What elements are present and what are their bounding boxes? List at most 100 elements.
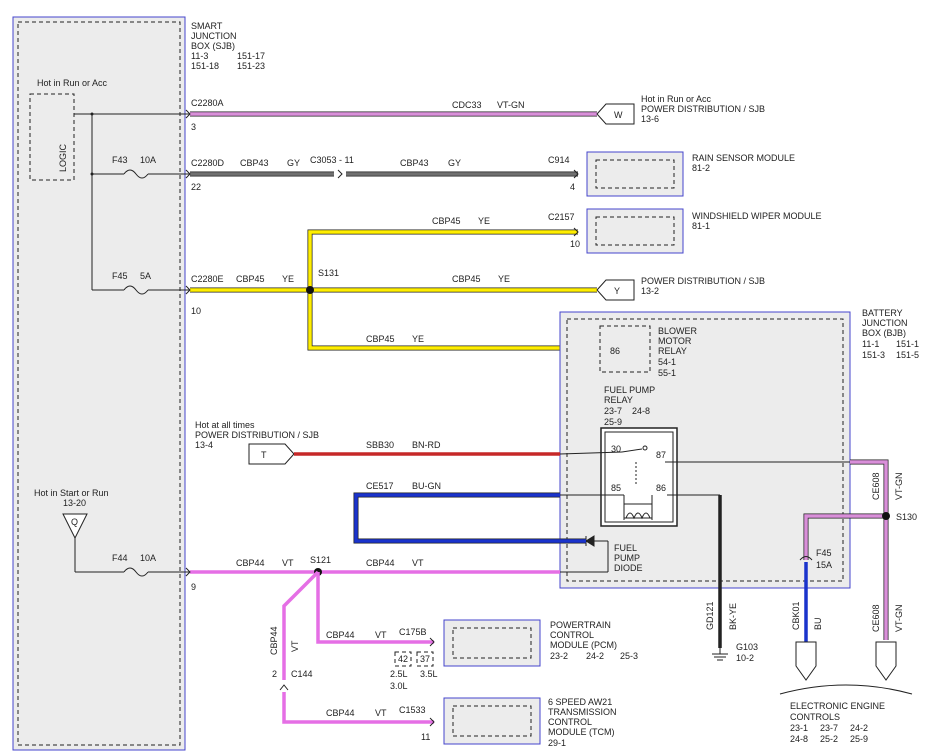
- pcm-ref: 23-2: [550, 651, 568, 661]
- sjb-ref: 151-17: [237, 51, 265, 61]
- connector-t-label: T: [261, 450, 267, 460]
- connector-y-tag: [596, 279, 635, 301]
- wire-color-vt-gn: VT-GN: [497, 100, 525, 110]
- fuel-pump-relay: [600, 427, 678, 527]
- bjb-ref: 151-1: [896, 339, 919, 349]
- splice-s131-dot: [306, 286, 314, 294]
- circuit-ce517: CE517 BU-GN: [353, 481, 624, 544]
- wire-color-ye: YE: [478, 216, 490, 226]
- fuel-pump-diode-label: DIODE: [614, 563, 643, 573]
- dest-label: 13-4: [195, 440, 213, 450]
- fuel-pump-relay-label: FUEL PUMP: [604, 385, 655, 395]
- fuse-f44: F44: [112, 553, 128, 563]
- windshield-wiper-module: [586, 208, 684, 254]
- pcm-pin-37: 37: [420, 654, 430, 664]
- tcm-label: TRANSMISSION: [548, 707, 617, 717]
- wire-color-vt: VT: [282, 558, 294, 568]
- wire-color-bk-ye: BK-YE: [728, 603, 738, 630]
- sjb-title-line2: JUNCTION: [191, 31, 237, 41]
- fpr-ref: 24-8: [632, 406, 650, 416]
- connector-w-label: W: [614, 110, 623, 120]
- wire-ce608: CE608: [871, 472, 881, 500]
- wire-cbp43: CBP43: [400, 158, 429, 168]
- wiper-module-label: WINDSHIELD WIPER MODULE: [692, 211, 822, 221]
- engine-3-5l: 3.5L: [420, 669, 438, 679]
- blower-ref: 55-1: [658, 368, 676, 378]
- bjb-ref: 11-1: [862, 339, 879, 349]
- pcm-ref: 25-3: [620, 651, 638, 661]
- pcm-pin-42: 42: [398, 654, 408, 664]
- right-side-wiring: S130 CE608 VT-GN F45 15A CBK01 BU CE608 …: [705, 459, 917, 744]
- circuit-sbb30: Hot at all times POWER DISTRIBUTION / SJ…: [195, 420, 623, 465]
- splice-s121: S121: [310, 555, 331, 565]
- sjb-ref: 151-18: [191, 61, 219, 71]
- pin-3: 3: [191, 122, 196, 132]
- circuit-cbp45: S131 C2280E 10 CBP45 YE CBP45 YE CBP45 Y…: [185, 208, 822, 353]
- pin-2: 2: [272, 669, 277, 679]
- bjb-ref: 151-3: [862, 350, 885, 360]
- wire-cbp45: CBP45: [432, 216, 461, 226]
- splice-s130: S130: [896, 512, 917, 522]
- connector-c1533: C1533: [399, 705, 426, 715]
- smart-junction-box: SMART JUNCTION BOX (SJB) 11-3 151-17 151…: [12, 16, 265, 751]
- fuel-pump-diode-label: FUEL: [614, 543, 637, 553]
- bjb-fuse-f45: F45: [816, 548, 832, 558]
- wire-color-ye: YE: [282, 274, 294, 284]
- bjb-ref: 151-5: [896, 350, 919, 360]
- engine-3-0l: 3.0L: [390, 681, 408, 691]
- eec-ref: 24-8: [790, 734, 808, 744]
- wire-cbp43: CBP43: [240, 158, 269, 168]
- rain-sensor-module-ref: 81-2: [692, 163, 710, 173]
- wire-ce608: CE608: [871, 604, 881, 632]
- pcm-module: [443, 619, 541, 667]
- tcm-label: CONTROL: [548, 717, 592, 727]
- eec-ref: 24-2: [850, 723, 868, 733]
- wire-cbp45: CBP45: [366, 334, 395, 344]
- relay-pin-30: 30: [611, 444, 621, 454]
- fuel-pump-diode-label: PUMP: [614, 553, 640, 563]
- eec-label: ELECTRONIC ENGINE: [790, 701, 885, 711]
- fuel-pump-relay-label: RELAY: [604, 395, 633, 405]
- fuse-f44-amp: 10A: [140, 553, 156, 563]
- rain-sensor-module-label: RAIN SENSOR MODULE: [692, 153, 795, 163]
- pin-10: 10: [570, 239, 580, 249]
- connector-c2280a: C2280A: [191, 98, 224, 108]
- wire-color-vt-gn: VT-GN: [894, 472, 904, 500]
- bjb-title-line1: BATTERY: [862, 308, 903, 318]
- circuit-cbp44: 9 CBP44 VT CBP44 VT S121 CBP44 VT C144 2…: [185, 555, 638, 748]
- circuit-cdc33: C2280A 3 CDC33 VT-GN W Hot in Run or Acc…: [185, 94, 765, 132]
- connector-c175b: C175B: [399, 627, 427, 637]
- wire-cbp44: CBP44: [326, 708, 355, 718]
- wire-color-vt-gn: VT-GN: [894, 604, 904, 632]
- dest-label: POWER DISTRIBUTION / SJB: [641, 276, 765, 286]
- dest-label: POWER DISTRIBUTION / SJB: [641, 104, 765, 114]
- vertical-wire-cbp44: CBP44: [269, 626, 279, 655]
- bjb-fuse-f45-amp: 15A: [816, 560, 832, 570]
- eec-connector-blue: [795, 641, 817, 681]
- eec-ref: 23-1: [790, 723, 808, 733]
- eec-ref: 23-7: [820, 723, 838, 733]
- blower-label: BLOWER: [658, 326, 698, 336]
- hot-start-run-label: Hot in Start or Run: [34, 488, 109, 498]
- connector-c3053: C3053 - 11: [310, 155, 354, 165]
- relay-pin-86: 86: [656, 483, 666, 493]
- pcm-label: MODULE (PCM): [550, 640, 617, 650]
- dest-label: Hot in Run or Acc: [641, 94, 712, 104]
- logic-block: [29, 93, 75, 181]
- splice-s130-dot: [882, 512, 890, 520]
- wire-sbb30: SBB30: [366, 440, 394, 450]
- eec-ref: 25-2: [820, 734, 838, 744]
- connector-q-label: Q: [71, 517, 78, 527]
- wire-color-ye: YE: [498, 274, 510, 284]
- tcm-module: [443, 697, 541, 745]
- hot-run-acc-label: Hot in Run or Acc: [37, 78, 108, 88]
- wire-color-vt: VT: [375, 708, 387, 718]
- wire-cdc33: CDC33: [452, 100, 482, 110]
- pin-10: 10: [191, 306, 201, 316]
- connector-c144: C144: [291, 669, 313, 679]
- relay-pin-87: 87: [656, 450, 666, 460]
- wire-cbp45: CBP45: [452, 274, 481, 284]
- wire-color-gy: GY: [287, 158, 300, 168]
- engine-2-5l: 2.5L: [390, 669, 408, 679]
